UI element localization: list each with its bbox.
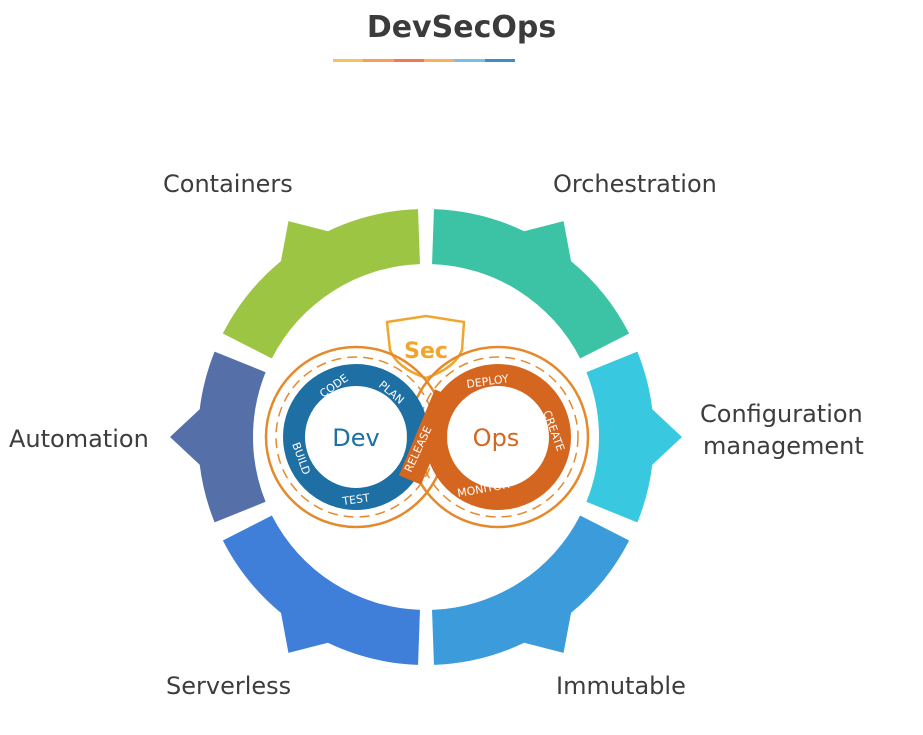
infinity-loop: Sec CODE PLAN BUILD TEST RELEASE DEPLOY … <box>264 314 590 529</box>
underline-segment <box>363 59 394 62</box>
ring-segment-automation <box>170 351 266 523</box>
ring-segment-containers <box>222 209 420 359</box>
title-underline <box>333 59 515 62</box>
page-title: DevSecOps <box>366 10 557 45</box>
label-orchestration: Orchestration <box>553 170 717 198</box>
ops-label: Ops <box>473 424 520 452</box>
underline-segment <box>484 59 515 62</box>
sec-label: Sec <box>404 339 448 364</box>
underline-segment <box>423 59 455 62</box>
label-configuration-line2: management <box>703 432 864 460</box>
underline-segment <box>454 59 485 62</box>
label-configuration-line1: Configuration <box>700 400 863 428</box>
label-immutable: Immutable <box>556 672 686 700</box>
label-serverless: Serverless <box>166 672 292 700</box>
step-deploy: DEPLOY <box>466 372 510 391</box>
ring-segment-serverless <box>222 515 420 665</box>
ring-segment-orchestration <box>432 209 630 359</box>
ring-segment-immutable <box>432 515 630 665</box>
release-band <box>398 389 458 485</box>
label-containers: Containers <box>163 170 293 198</box>
ops-dash-ring <box>417 356 579 518</box>
dev-label: Dev <box>332 424 379 452</box>
underline-segment <box>333 59 364 62</box>
label-automation: Automation <box>9 425 149 453</box>
outer-ring <box>170 209 682 665</box>
underline-segment <box>393 59 424 62</box>
step-test: TEST <box>341 491 371 508</box>
ring-segment-configuration <box>586 351 682 523</box>
